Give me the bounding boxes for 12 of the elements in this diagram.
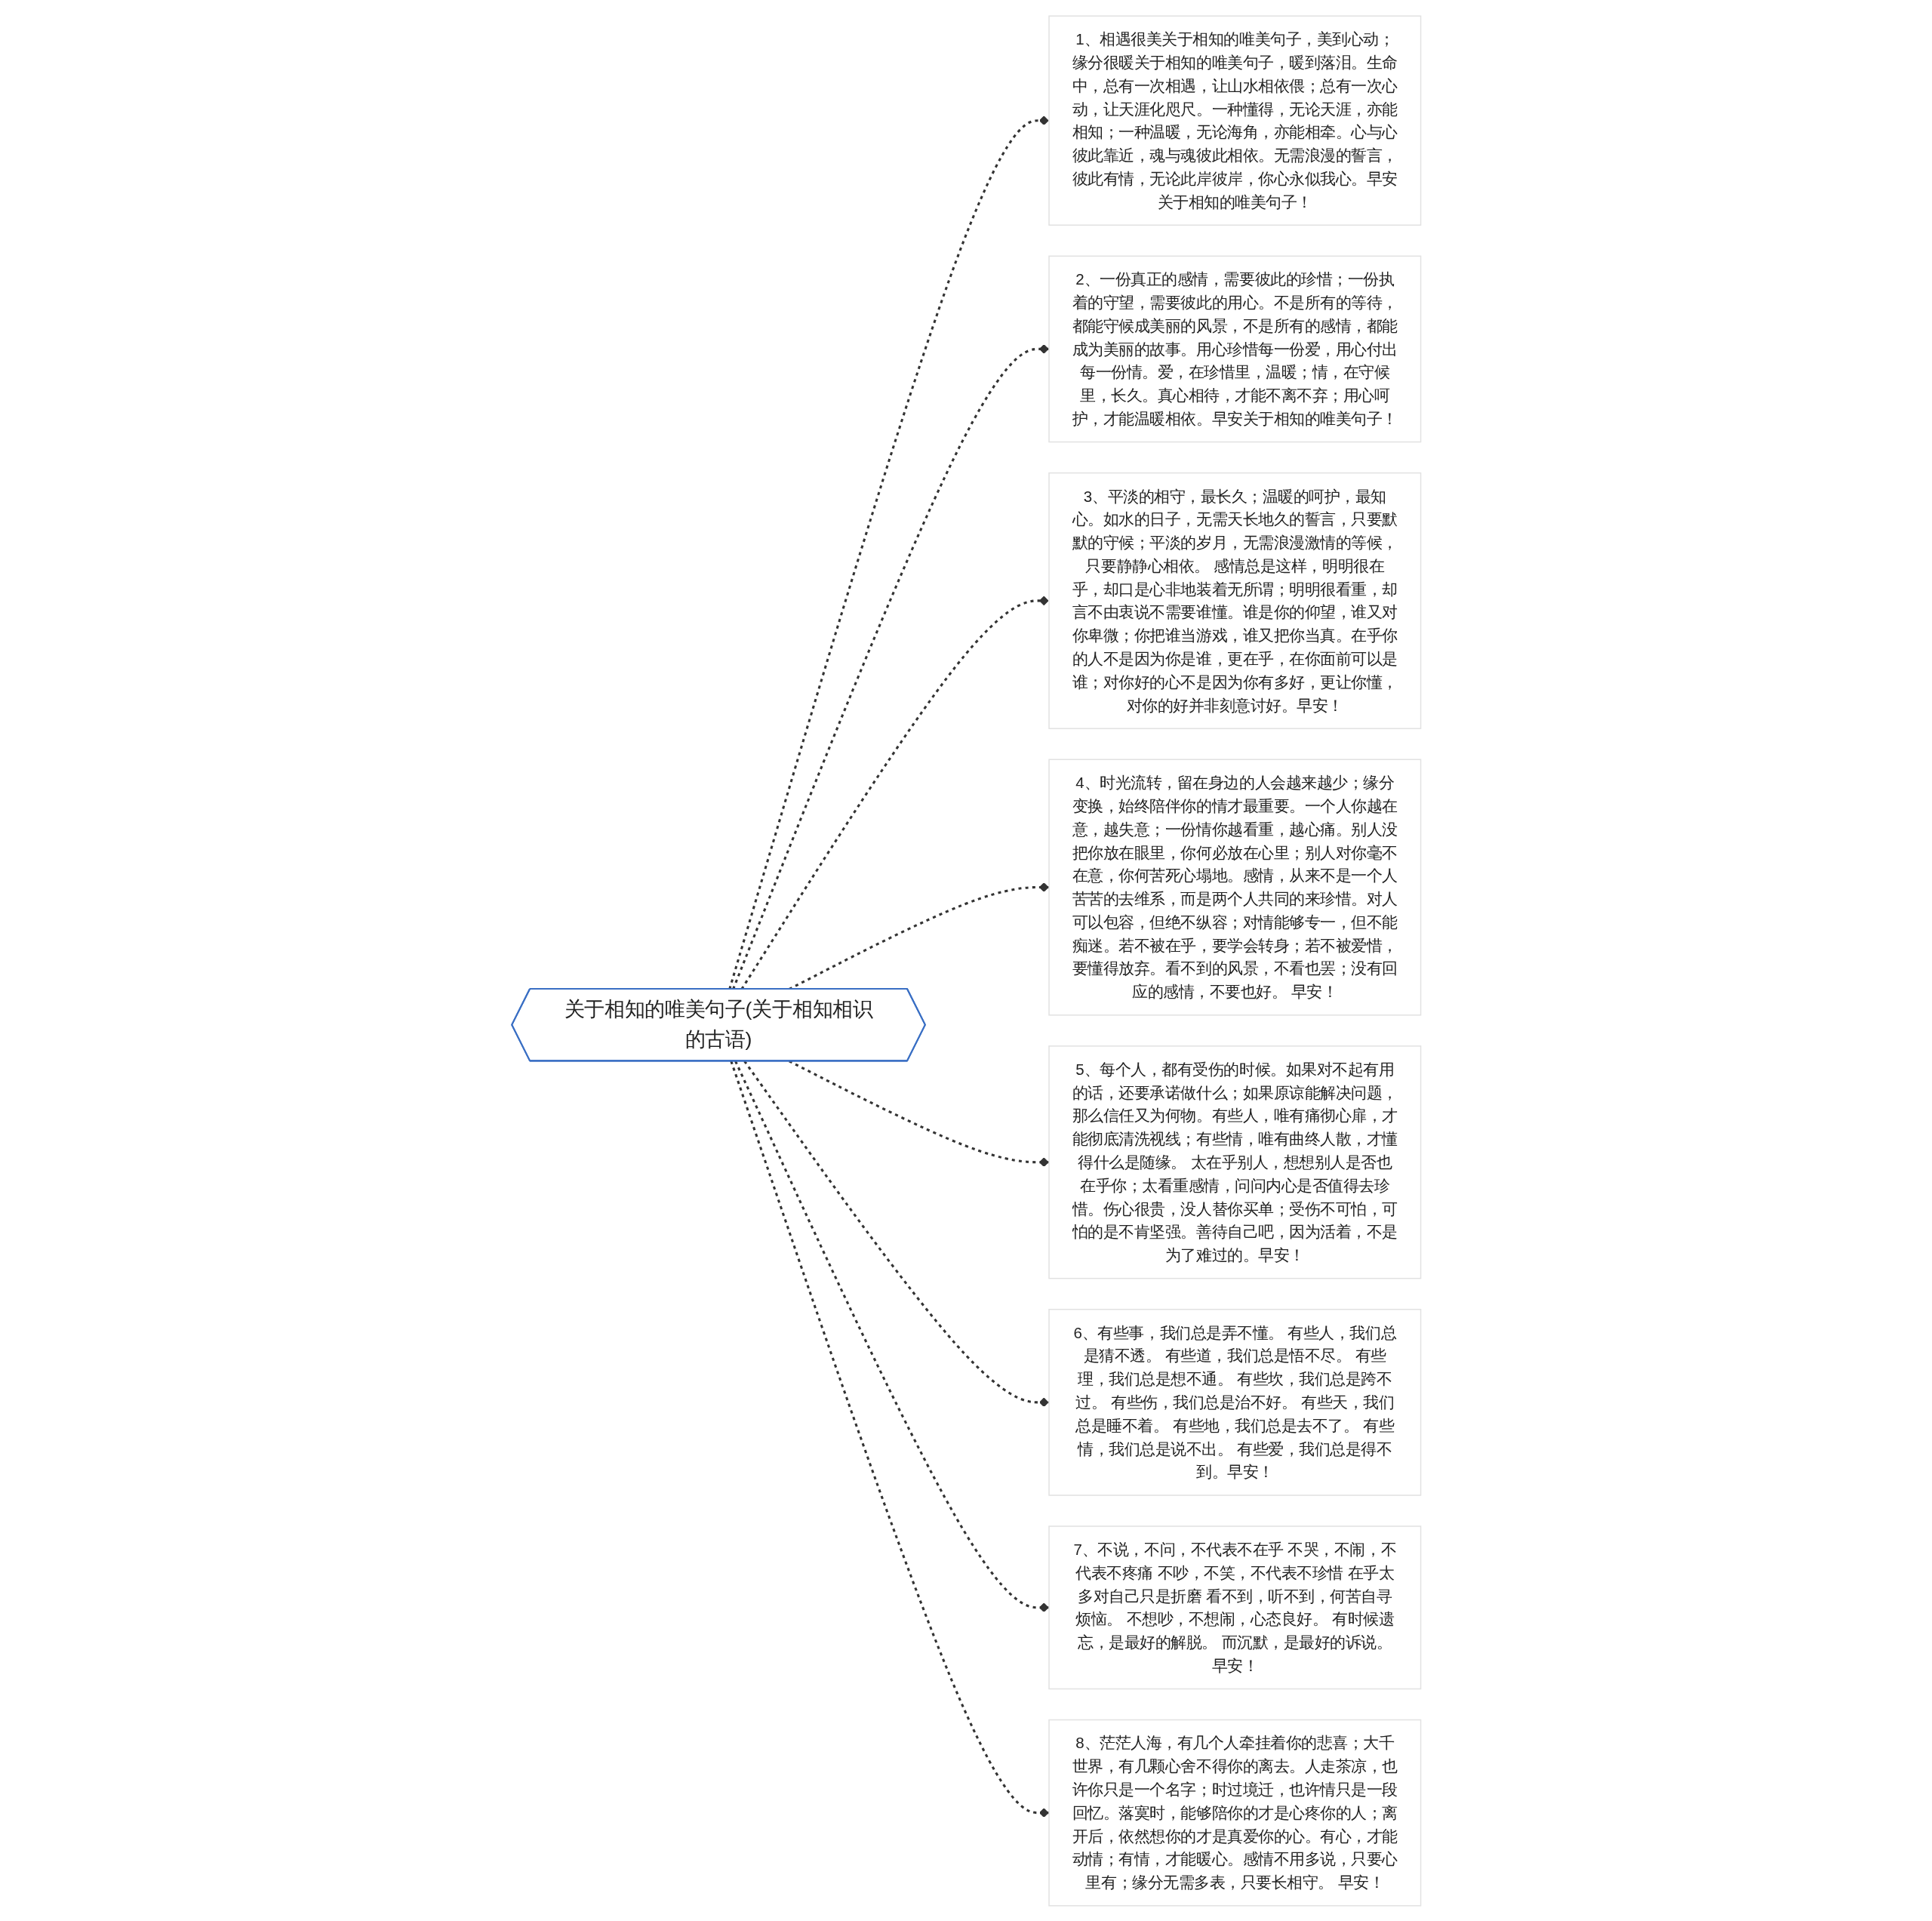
connector xyxy=(734,1060,1049,1612)
node-box: 1、相遇很美关于相知的唯美句子，美到心动；缘分很暖关于相知的唯美句子，暖到落泪。生命中，总有一次相遇，让山水相依偎；总有一次心动，让天涯化咫尺。一种懂得，无论天涯，亦能相知；一种温暖，无论海角，亦能相牵。心与心彼此靠近，魂与魂彼此相依。无需浪漫的誓言，彼此有情，无论此岸彼岸，你心永似我心。早安关于相知的唯美句子！ xyxy=(1048,14,1421,226)
node-box: 6、有些事，我们总是弄不懂。 有些人，我们总是猜不透。 有些道，我们总是悟不尽。 有些理，我们总是想不通。 有些坎，我们总是跨不过。 有些伤，我们总是治不好。 有些天，我们总是睡不着。 有些地，我们总是去不了。 有些情，我们总是说不出。 有些爱，我们总是得不到。早安！ xyxy=(1048,1308,1421,1496)
node-box: 7、不说，不问，不代表不在乎 不哭，不闹，不代表不疼痛 不吵，不笑，不代表不珍惜 在乎太多对自己只是折磨 看不到，听不到，何苦自寻烦恼。 不想吵，不想闹，心态良好。 有时候遗忘，是最好的解脱。 而沉默，是最好的诉说。早安！ xyxy=(1048,1525,1421,1689)
node-box: 3、平淡的相守，最长久；温暖的呵护，最知心。如水的日子，无需天长地久的誓言，只要默默的守候；平淡的岁月，无需浪漫激情的等候，只要静静心相依。 感情总是这样，明明很在乎，却口是心非地装着无所谓；明明很看重，却言不由衷说不需要谁懂。谁是你的仰望，谁又对你卑微；你把谁当游戏，谁又把你当真。在乎你的人不是因为你是谁，更在乎，在你面前可以是谁；对你好的心不是因为你有多好，更让你懂，对你的好并非刻意讨好。早安！ xyxy=(1048,472,1421,729)
node-box: 2、一份真正的感情，需要彼此的珍惜；一份执着的守望，需要彼此的用心。不是所有的等待，都能守候成美丽的风景，不是所有的感情，都能成为美丽的故事。用心珍惜每一份爱，用心付出每一份情。爱，在珍惜里，温暖；情，在守候里，长久。真心相待，才能不离不弃；用心呵护，才能温暖相依。早安关于相知的唯美句子！ xyxy=(1048,255,1421,442)
connector xyxy=(788,1060,1049,1167)
node-box: 4、时光流转，留在身边的人会越来越少；缘分变换，始终陪伴你的情才最重要。一个人你越在意，越失意；一份情你越看重，越心痛。别人没把你放在眼里，你何必放在心里；别人对你毫不在意，你何苦死心塌地。感情，从来不是一个人苦苦的去维系，而是两个人共同的来珍惜。对人可以包容，但绝不纵容；对情能够专一，但不能痴迷。若不被在乎，要学会转身；若不被爱惜，要懂得放弃。看不到的风景，不看也罢；没有回应的感情，不要也好。 早安！ xyxy=(1048,758,1421,1016)
connector xyxy=(730,1060,1049,1818)
connector xyxy=(743,1060,1049,1407)
node-box: 8、茫茫人海，有几个人牵挂着你的悲喜；大千世界，有几颗心舍不得你的离去。人走茶凉，也许你只是一个名字；时过境迁，也许情只是一段回忆。落寞时，能够陪你的才是心疼你的人；离开后，依然想你的才是真爱你的心。有心，才能动情；有情，才能暖心。感情不用多说，只要心里有；缘分无需多表，只要长相守。 早安！ xyxy=(1048,1719,1421,1907)
node-box: 5、每个人，都有受伤的时候。如果对不起有用的话，还要承诺做什么；如果原谅能解决问题，那么信任又为何物。有些人，唯有痛彻心扉，才能彻底清洗视线；有些情，唯有曲终人散，才懂得什么是随缘。 太在乎别人，想想别人是否也在乎你；太看重感情，问问内心是否值得去珍惜。伤心很贵，没人替你买单；受伤不可怕，可怕的是不肯坚强。善待自己吧，因为活着，不是为了难过的。早安！ xyxy=(1048,1045,1421,1279)
